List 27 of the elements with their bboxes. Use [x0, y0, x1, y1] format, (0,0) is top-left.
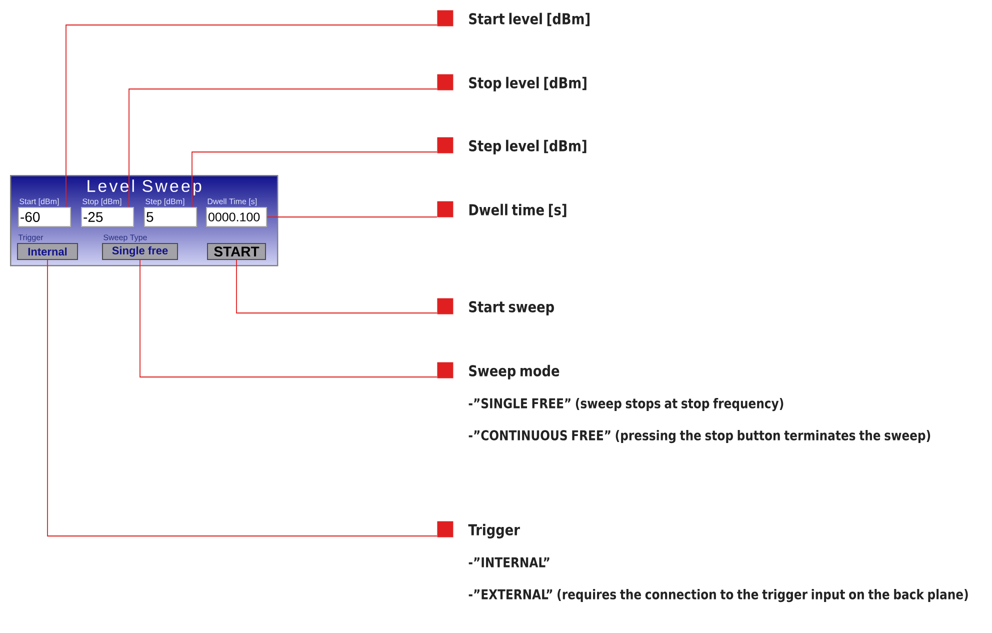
input-field: -60	[18, 207, 71, 227]
leader-line	[128, 88, 438, 208]
leader-line	[192, 152, 438, 208]
input-field: 5	[144, 207, 197, 227]
callout-text: Step level [dBm]	[437, 137, 586, 154]
leader-line	[66, 24, 438, 208]
button: Internal	[17, 243, 78, 260]
input-field: -25	[81, 207, 134, 227]
button-label: Trigger	[18, 234, 44, 242]
callout-text: Start sweep	[437, 298, 554, 316]
button-label: Sweep Type	[104, 234, 147, 242]
callout-text: Sweep mode -”SINGLE FREE” (sweep stops at stop frequency) -”CONTINUOUS FREE” (pressing the stop button terminates the sweep)	[437, 362, 930, 444]
field-label: Start [dBm]	[20, 198, 59, 206]
leader-line	[236, 260, 438, 314]
leader-line	[47, 260, 438, 536]
callout-text: Stop level [dBm]	[437, 74, 586, 92]
callout-text: Start level [dBm]	[437, 10, 590, 26]
callout-text: Dwell time [s]	[437, 201, 566, 218]
leader-line	[266, 216, 438, 218]
field-label: Dwell Time [s]	[208, 198, 257, 206]
callout-text: Trigger -”INTERNAL” -”EXTERNAL” (requires the connection to the trigger input on the back plane)	[437, 521, 968, 602]
leader-line	[140, 260, 438, 378]
field-label: Stop [dBm]	[82, 198, 122, 206]
input-field: 0000.100	[206, 207, 267, 227]
field-label: Step [dBm]	[146, 198, 184, 206]
button: Single free	[102, 243, 178, 260]
button: START	[207, 243, 266, 260]
